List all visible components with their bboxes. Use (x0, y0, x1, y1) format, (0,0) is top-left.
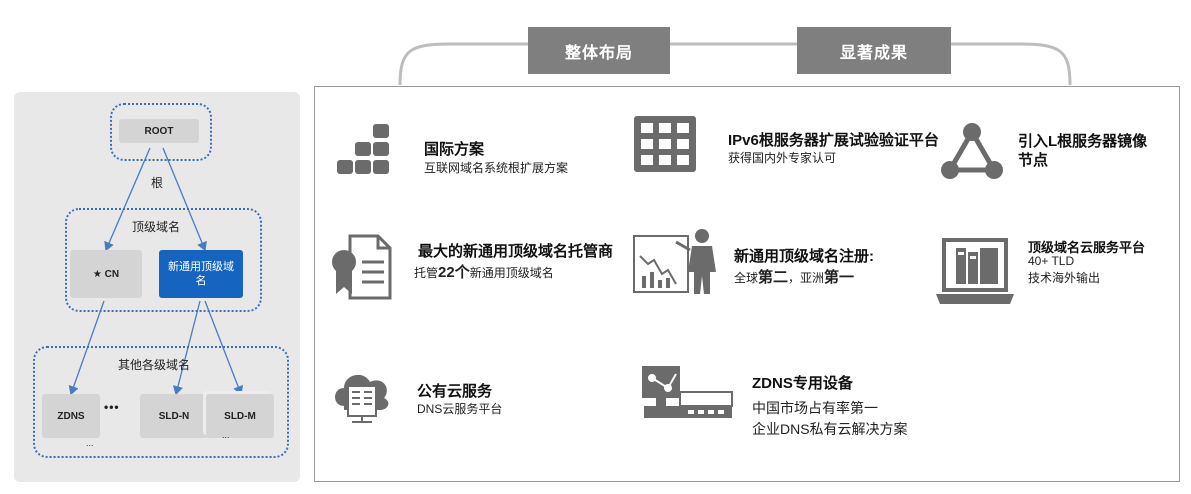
sld-m-node: SLD-M (206, 394, 274, 438)
network-device-icon (642, 366, 733, 418)
top-bracket (398, 42, 1072, 86)
zdns-title: ZDNS专用设备 (752, 375, 853, 392)
cn-node: ★ CN (70, 250, 142, 298)
intl-sub: 互联网域名系统根扩展方案 (424, 161, 569, 175)
sld-n-node: SLD-N (140, 394, 208, 438)
root-group (110, 103, 212, 161)
other-domains-group (33, 346, 289, 458)
cloudtld-title: 顶级域名云服务平台 (1028, 240, 1146, 255)
zdns-node: ZDNS (42, 394, 100, 438)
root-node: ROOT (119, 119, 199, 143)
sld-m-more: ... (222, 430, 230, 440)
lroot-title-2: 节点 (1018, 152, 1049, 169)
new-gtld-node: 新通用顶级域名 (159, 250, 243, 298)
building-grid-icon (634, 116, 696, 172)
zdns-sub1: 中国市场占有率第一 (752, 400, 878, 416)
laptop-books-icon (936, 238, 1014, 304)
intl-title: 国际方案 (424, 141, 485, 158)
other-domains-label: 其他各级域名 (118, 358, 191, 372)
hosting-title: 最大的新通用顶级域名托管商 (418, 243, 614, 260)
zdns-more: ... (86, 438, 94, 448)
results-box (314, 86, 1180, 482)
tld-label: 顶级域名 (132, 220, 181, 234)
ipv6-title: IPv6根服务器扩展试验验证平台 (728, 132, 939, 149)
tab-results[interactable]: 显著成果 (797, 27, 951, 74)
presenter-chart-icon (633, 229, 716, 294)
tld-group (65, 208, 262, 312)
blocks-icon (337, 124, 389, 174)
register-title: 新通用顶级域名注册: (734, 248, 874, 265)
certificate-icon (332, 234, 392, 300)
cloud-title: 公有云服务 (417, 383, 493, 400)
cloud-server-icon (335, 374, 389, 423)
ellipsis: ••• (104, 400, 120, 414)
triangle-network-icon (941, 123, 1003, 179)
root-label: 根 (151, 176, 164, 190)
edge-root-cn (104, 147, 151, 252)
tab-layout[interactable]: 整体布局 (528, 27, 670, 74)
ipv6-sub: 获得国内外专家认可 (728, 151, 837, 165)
lroot-title: 引入L根服务器镜像 (1018, 133, 1148, 150)
zdns-sub2: 企业DNS私有云解决方案 (752, 421, 908, 437)
cloudtld-sub2: 技术海外输出 (1028, 271, 1101, 285)
hosting-sub: 托管22个新通用顶级域名 (414, 264, 554, 281)
register-sub: 全球第二，亚洲第一 (734, 269, 855, 286)
cloudtld-sub1: 40+ TLD (1028, 254, 1075, 268)
edge-root-gtld (162, 147, 207, 252)
cloud-sub: DNS云服务平台 (417, 402, 503, 416)
